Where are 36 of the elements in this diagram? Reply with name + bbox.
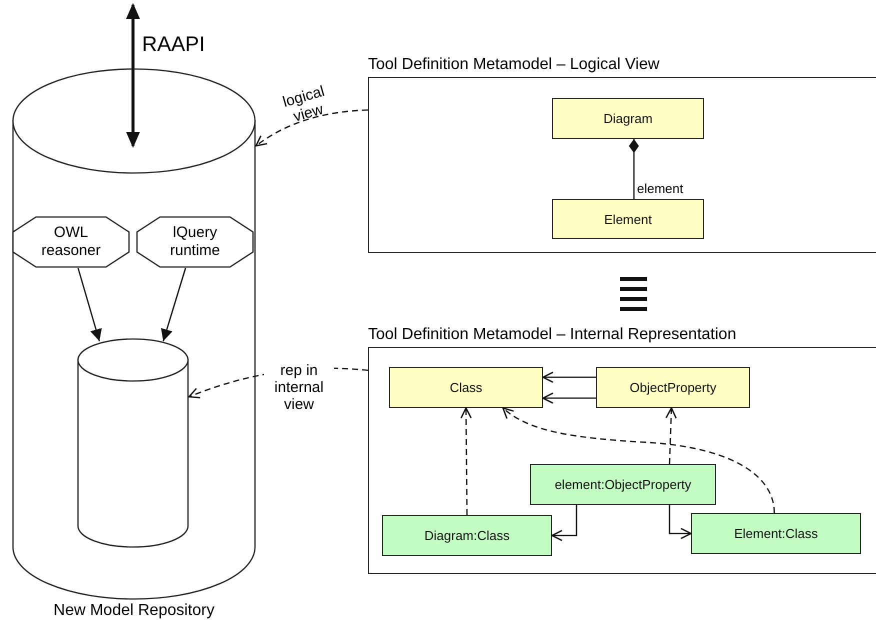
arrow [161,268,186,342]
arrow [542,392,596,404]
class-name: element:ObjectProperty [554,477,692,492]
class-name: Diagram:Class [424,528,510,543]
arrow [460,407,472,515]
class-name: Element:Class [734,526,818,541]
frame-title: Tool Definition Metamodel – Logical View [368,56,660,74]
class-box [389,367,543,408]
composition-line [628,139,639,199]
arrow [551,505,578,542]
class-box [596,367,750,408]
arrow [126,3,140,148]
arrow [502,407,775,514]
arrow [255,109,368,147]
component-name: OWL reasoner [40,224,102,260]
class-name: Class [450,380,482,395]
class-box [382,515,552,556]
class-box [530,464,716,505]
frame-title: Tool Definition Metamodel – Internal Representation [368,326,736,344]
class-name: ObjectProperty [630,380,716,395]
arrow [77,268,102,342]
edge-label: element [637,180,684,197]
package-frame [368,56,876,253]
class-box [552,199,704,239]
class-name: Element [604,212,652,226]
arrow [668,505,692,540]
package-frame [368,326,876,574]
arrow [542,372,596,383]
arrow [665,407,677,464]
edge-label: logical view [280,82,328,128]
edge-label: RAAPI [142,32,206,57]
class-box [552,98,704,139]
component-name: lQuery runtime [168,224,222,260]
repository-label: New Model Repository [52,602,216,620]
class-name: Diagram [603,111,653,126]
class-box [691,513,861,554]
